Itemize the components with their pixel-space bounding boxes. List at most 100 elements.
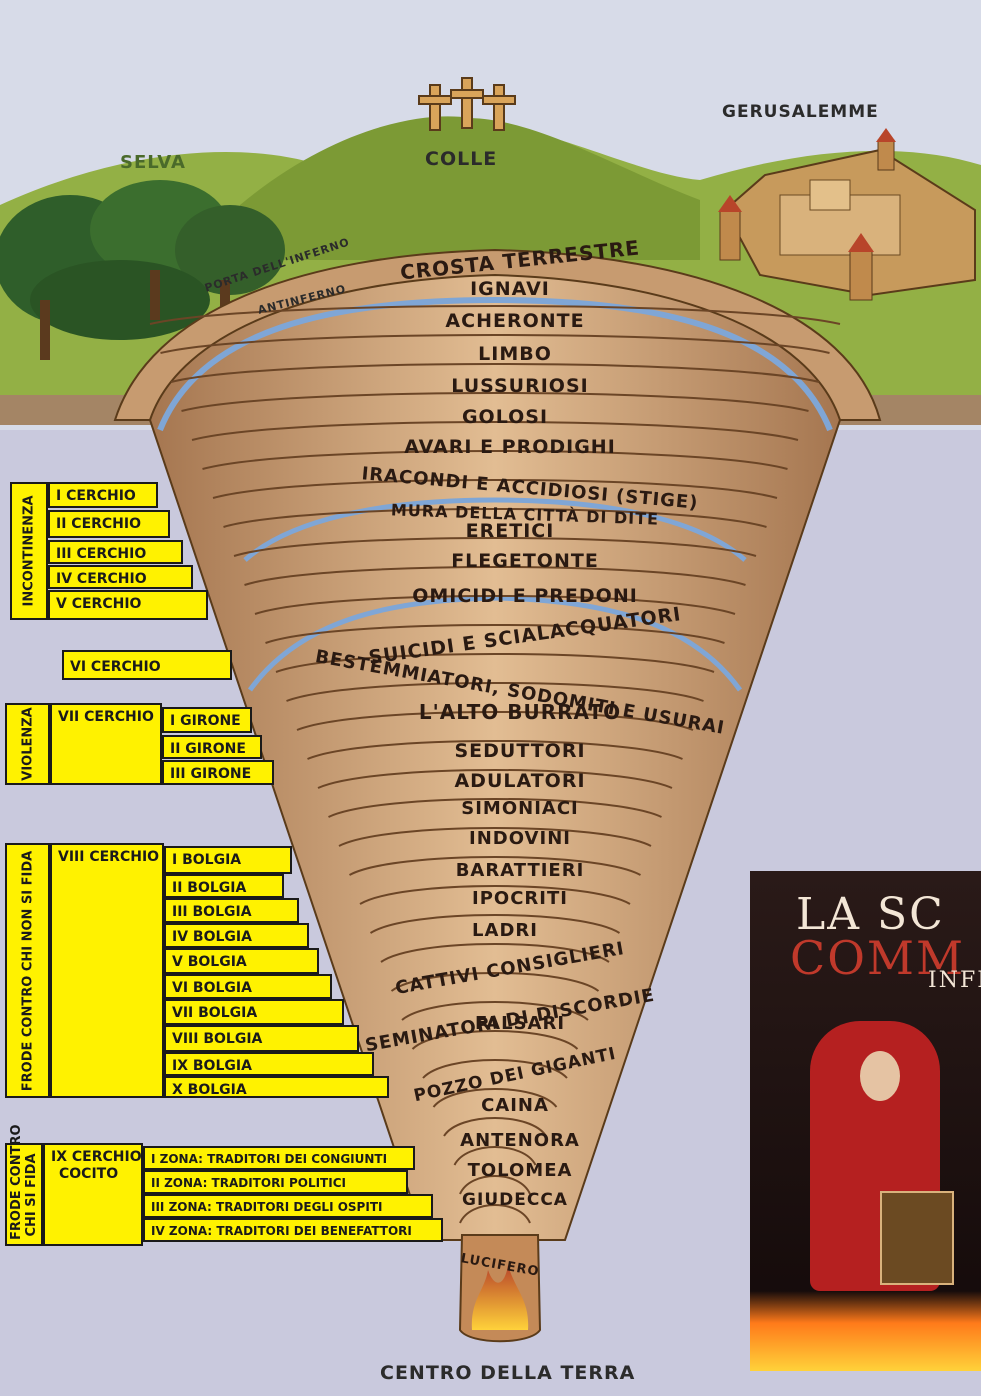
ring-label: LUSSURIOSI bbox=[451, 375, 589, 397]
zona-3: III ZONA: TRADITORI DEGLI OSPITI bbox=[143, 1194, 433, 1218]
ring-arc bbox=[275, 653, 715, 673]
ring-label: AVARI E PRODIGHI bbox=[404, 436, 616, 458]
ring-arc bbox=[170, 363, 820, 383]
ring-arc bbox=[459, 1175, 531, 1195]
girone-1: I GIRONE bbox=[162, 707, 252, 733]
cerchio-9: IX CERCHIO COCITO bbox=[43, 1143, 143, 1246]
ring-arc bbox=[422, 1059, 568, 1079]
bolgia-10: X BOLGIA bbox=[164, 1076, 389, 1098]
group-violenza: VIOLENZA bbox=[5, 703, 50, 785]
bolgia-3: III BOLGIA bbox=[164, 898, 299, 923]
ring-arc bbox=[338, 827, 652, 847]
ring-arc bbox=[286, 682, 704, 702]
ring-label: FLEGETONTE bbox=[451, 550, 599, 572]
ring-arc bbox=[202, 450, 788, 470]
bolgia-9: IX BOLGIA bbox=[164, 1052, 374, 1076]
cerchio-1: I CERCHIO bbox=[48, 482, 158, 508]
cerchio-5: V CERCHIO bbox=[48, 590, 208, 620]
ring-arc bbox=[380, 943, 610, 963]
ring-arc bbox=[160, 334, 830, 354]
fire-icon bbox=[471, 1265, 529, 1330]
cerchio-8: VIII CERCHIO bbox=[50, 843, 164, 1098]
ring-label: TOLOMEA bbox=[467, 1160, 573, 1181]
cerchio-2: II CERCHIO bbox=[48, 510, 170, 538]
girone-2: II GIRONE bbox=[162, 735, 262, 759]
ring-arc bbox=[411, 1030, 579, 1050]
bolgia-8: VIII BOLGIA bbox=[164, 1025, 359, 1052]
bolgia-6: VI BOLGIA bbox=[164, 974, 332, 999]
ring-label: L'ALTO BURRATO bbox=[418, 700, 622, 724]
girone-3: III GIRONE bbox=[162, 760, 274, 785]
zona-4: IV ZONA: TRADITORI DEI BENEFATTORI bbox=[143, 1218, 443, 1242]
poster-subtitle: INFE bbox=[928, 968, 981, 993]
bolgia-7: VII BOLGIA bbox=[164, 999, 344, 1025]
ring-arc bbox=[181, 392, 809, 412]
ring-label: OMICIDI E PREDONI bbox=[412, 585, 638, 607]
ring-arc bbox=[307, 740, 683, 760]
ring-label: BARATTIERI bbox=[455, 860, 585, 881]
ring-label: LADRI bbox=[472, 920, 538, 941]
ring-label: FALSARI bbox=[474, 1013, 566, 1034]
cerchio-4: IV CERCHIO bbox=[48, 565, 193, 589]
jerusalem-city-icon bbox=[718, 128, 976, 301]
gerusalemme-label: GERUSALEMME bbox=[722, 102, 879, 122]
cerchio-6: VI CERCHIO bbox=[62, 650, 232, 680]
cerchio-7: VII CERCHIO bbox=[50, 703, 162, 785]
ring-arc bbox=[254, 595, 736, 615]
ring-arc bbox=[390, 972, 600, 992]
ring-arc bbox=[296, 711, 694, 731]
ring-arc bbox=[369, 914, 621, 934]
ring-label: LIMBO bbox=[478, 343, 552, 365]
ring-label: ACHERONTE bbox=[445, 310, 585, 332]
ring-arc bbox=[328, 798, 662, 818]
group-frode: FRODE CONTRO CHI NON SI FIDA bbox=[5, 843, 50, 1098]
group-incontinenza: INCONTINENZA bbox=[10, 482, 48, 620]
ring-label: IGNAVI bbox=[470, 278, 550, 300]
ring-arc bbox=[453, 1146, 537, 1166]
ring-label: GIUDECCA bbox=[462, 1190, 568, 1210]
ring-arc bbox=[191, 421, 799, 441]
poster-title-line2: COMM bbox=[790, 931, 966, 985]
ring-label: ANTENORA bbox=[460, 1130, 580, 1151]
ring-arc bbox=[349, 856, 641, 876]
poster-book bbox=[880, 1191, 954, 1285]
zona-2: II ZONA: TRADITORI POLITICI bbox=[143, 1170, 408, 1194]
centro-terra-label: CENTRO DELLA TERRA bbox=[380, 1362, 636, 1384]
crosses-icon bbox=[418, 77, 516, 131]
ring-arc bbox=[244, 566, 746, 586]
ring-arc bbox=[401, 1001, 589, 1021]
forest-icon bbox=[0, 180, 285, 360]
ring-label: SIMONIACI bbox=[461, 798, 579, 819]
ring-label: ERETICI bbox=[465, 520, 555, 542]
ring-arc bbox=[233, 537, 757, 557]
ring-arc bbox=[223, 508, 767, 528]
theatre-poster: LA SC COMM INFE bbox=[750, 871, 981, 1371]
ring-arc bbox=[317, 769, 673, 789]
bolgia-2: II BOLGIA bbox=[164, 874, 284, 898]
ring-arc bbox=[359, 885, 631, 905]
ring-arc bbox=[459, 1204, 531, 1224]
ring-arc bbox=[432, 1088, 558, 1108]
poster-face bbox=[860, 1051, 900, 1101]
ring-arc bbox=[212, 479, 778, 499]
selva-label: SELVA bbox=[120, 152, 186, 173]
bolgia-1: I BOLGIA bbox=[164, 846, 292, 874]
poster-flames bbox=[750, 1291, 981, 1371]
colle-label: COLLE bbox=[425, 148, 498, 170]
ring-label: GOLOSI bbox=[461, 406, 549, 428]
bolgia-4: IV BOLGIA bbox=[164, 923, 309, 948]
poster-title-line1: LA SC bbox=[796, 889, 945, 940]
ring-arc bbox=[443, 1117, 547, 1137]
cerchio-3: III CERCHIO bbox=[48, 540, 183, 564]
ring-label: ADULATORI bbox=[454, 770, 586, 792]
ring-label: IPOCRITI bbox=[472, 888, 568, 909]
ring-label: INDOVINI bbox=[469, 828, 571, 849]
bolgia-5: V BOLGIA bbox=[164, 948, 319, 974]
ring-label: CAINA bbox=[481, 1095, 549, 1116]
zona-1: I ZONA: TRADITORI DEI CONGIUNTI bbox=[143, 1146, 415, 1170]
ring-label: SEDUTTORI bbox=[454, 740, 586, 762]
ring-lines bbox=[149, 305, 841, 1224]
ring-arc bbox=[265, 624, 725, 644]
